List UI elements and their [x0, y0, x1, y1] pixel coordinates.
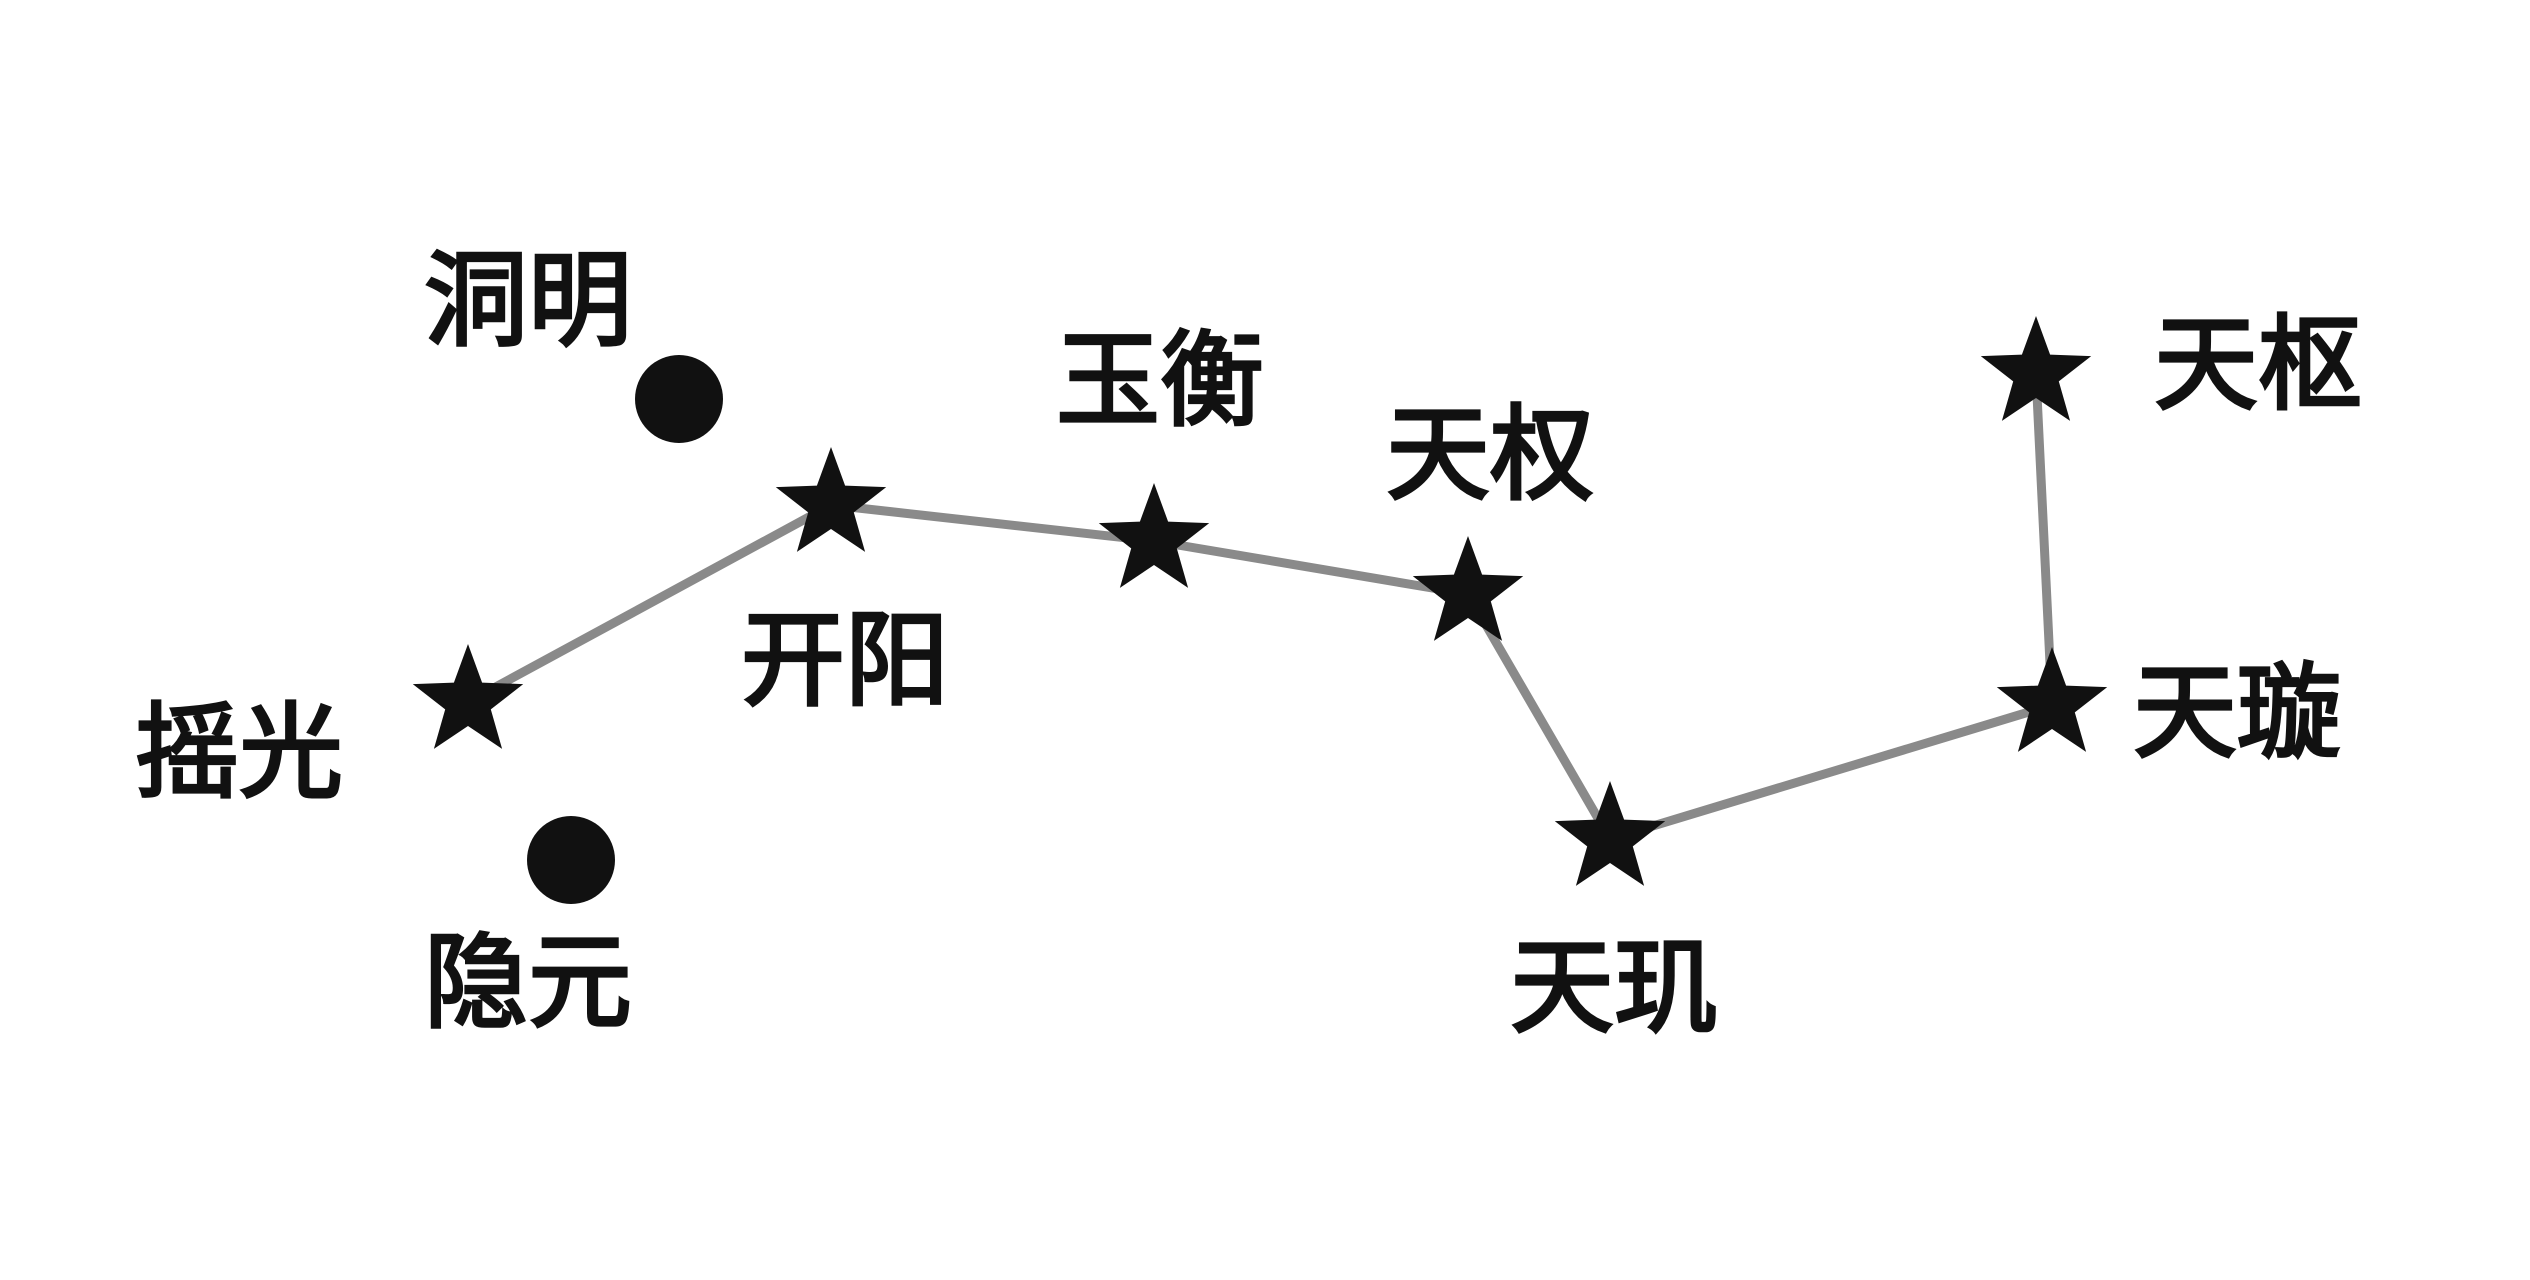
dot-icon [527, 816, 615, 904]
label-dongming: 洞明 [424, 239, 632, 361]
label-yinyuan: 隐元 [424, 921, 632, 1043]
star-icon [775, 447, 887, 552]
label-tianji: 天玑 [1510, 926, 1718, 1048]
label-tianshu: 天枢 [2154, 303, 2362, 425]
star-icon [412, 644, 524, 749]
label-tianxuan: 天璇 [2133, 651, 2341, 773]
dot-icon [635, 355, 723, 443]
label-yuheng: 玉衡 [1056, 319, 1264, 441]
label-yaoguang: 摇光 [135, 691, 343, 813]
star-icon [1996, 647, 2108, 752]
connection-kaiyang-yuheng [826, 500, 1159, 546]
star-icon [1980, 316, 2092, 421]
connections [463, 369, 2057, 844]
connection-tianxuan-tianshu [2031, 369, 2057, 710]
connection-tianquan-tianji [1463, 589, 1615, 844]
connection-tianji-tianxuan [1605, 700, 2057, 844]
label-tianquan: 天权 [1386, 393, 1594, 515]
star-icon [1412, 536, 1524, 641]
star-icon [1554, 781, 1666, 886]
label-kaiyang: 开阳 [741, 599, 949, 721]
connection-yuheng-tianquan [1149, 536, 1473, 599]
star-icon [1098, 483, 1210, 588]
connection-yaoguang-kaiyang [463, 500, 836, 707]
